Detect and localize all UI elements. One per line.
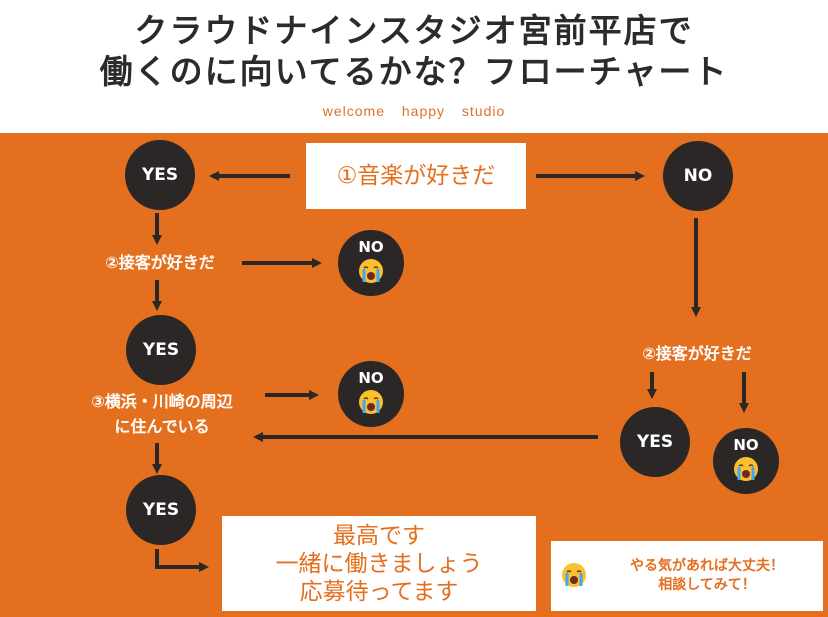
yes-node-3-label: YES: [142, 500, 180, 520]
title-line-2: 働くのに向いてるかな？フローチャート: [99, 52, 729, 91]
question-3-line-2: に住んでいる: [114, 417, 210, 436]
question-3: ③横浜・川崎の周辺 に住んでいる: [62, 389, 262, 439]
subtitle: welcome happy studio: [322, 103, 506, 119]
final-result-box: 最高です 一緒に働きましょう 応募待ってます: [222, 516, 536, 611]
crying-face-icon: [359, 259, 383, 283]
question-2-left: ②接客が好きだ: [105, 253, 215, 272]
no-node-2-label: NO: [358, 238, 384, 256]
no-node-3: NO: [338, 361, 404, 427]
question-1-text: ①音楽が好きだ: [336, 163, 496, 189]
no-node-right-label: NO: [733, 436, 759, 454]
crying-face-icon: [359, 390, 383, 414]
crying-face-icon: [734, 457, 758, 481]
question-1-box: ①音楽が好きだ: [306, 143, 526, 209]
final-line-2: 一緒に働きましょう: [275, 551, 483, 577]
encouragement-note-box: やる気があれば大丈夫！ 相談してみて！: [551, 541, 823, 611]
final-line-1: 最高です: [333, 523, 425, 549]
arrow-yes-to-final: [155, 549, 209, 572]
no-node-1: NO: [663, 141, 733, 211]
no-node-right: NO: [713, 428, 779, 494]
yes-node-3: YES: [126, 475, 196, 545]
yes-node-right-label: YES: [636, 432, 674, 452]
page-title: クラウドナインスタジオ宮前平店で 働くのに向いてるかな？フローチャート: [0, 10, 828, 92]
no-node-3-label: NO: [358, 369, 384, 387]
no-node-1-label: NO: [683, 166, 713, 186]
yes-node-2: YES: [126, 315, 196, 385]
no-node-2: NO: [338, 230, 404, 296]
note-line-1: やる気があれば大丈夫！: [630, 558, 784, 574]
yes-node-1: YES: [125, 140, 195, 210]
question-3-line-1: ③横浜・川崎の周辺: [91, 392, 233, 411]
title-line-1: クラウドナインスタジオ宮前平店で: [134, 11, 694, 50]
note-text: やる気があれば大丈夫！ 相談してみて！: [595, 557, 819, 595]
final-line-3: 応募待ってます: [299, 579, 459, 605]
yes-node-right: YES: [620, 407, 690, 477]
yes-node-2-label: YES: [142, 340, 180, 360]
yes-node-1-label: YES: [141, 165, 179, 185]
question-2-right: ②接客が好きだ: [642, 344, 752, 363]
crying-face-icon: [562, 563, 586, 587]
note-line-2: 相談してみて！: [658, 577, 756, 593]
